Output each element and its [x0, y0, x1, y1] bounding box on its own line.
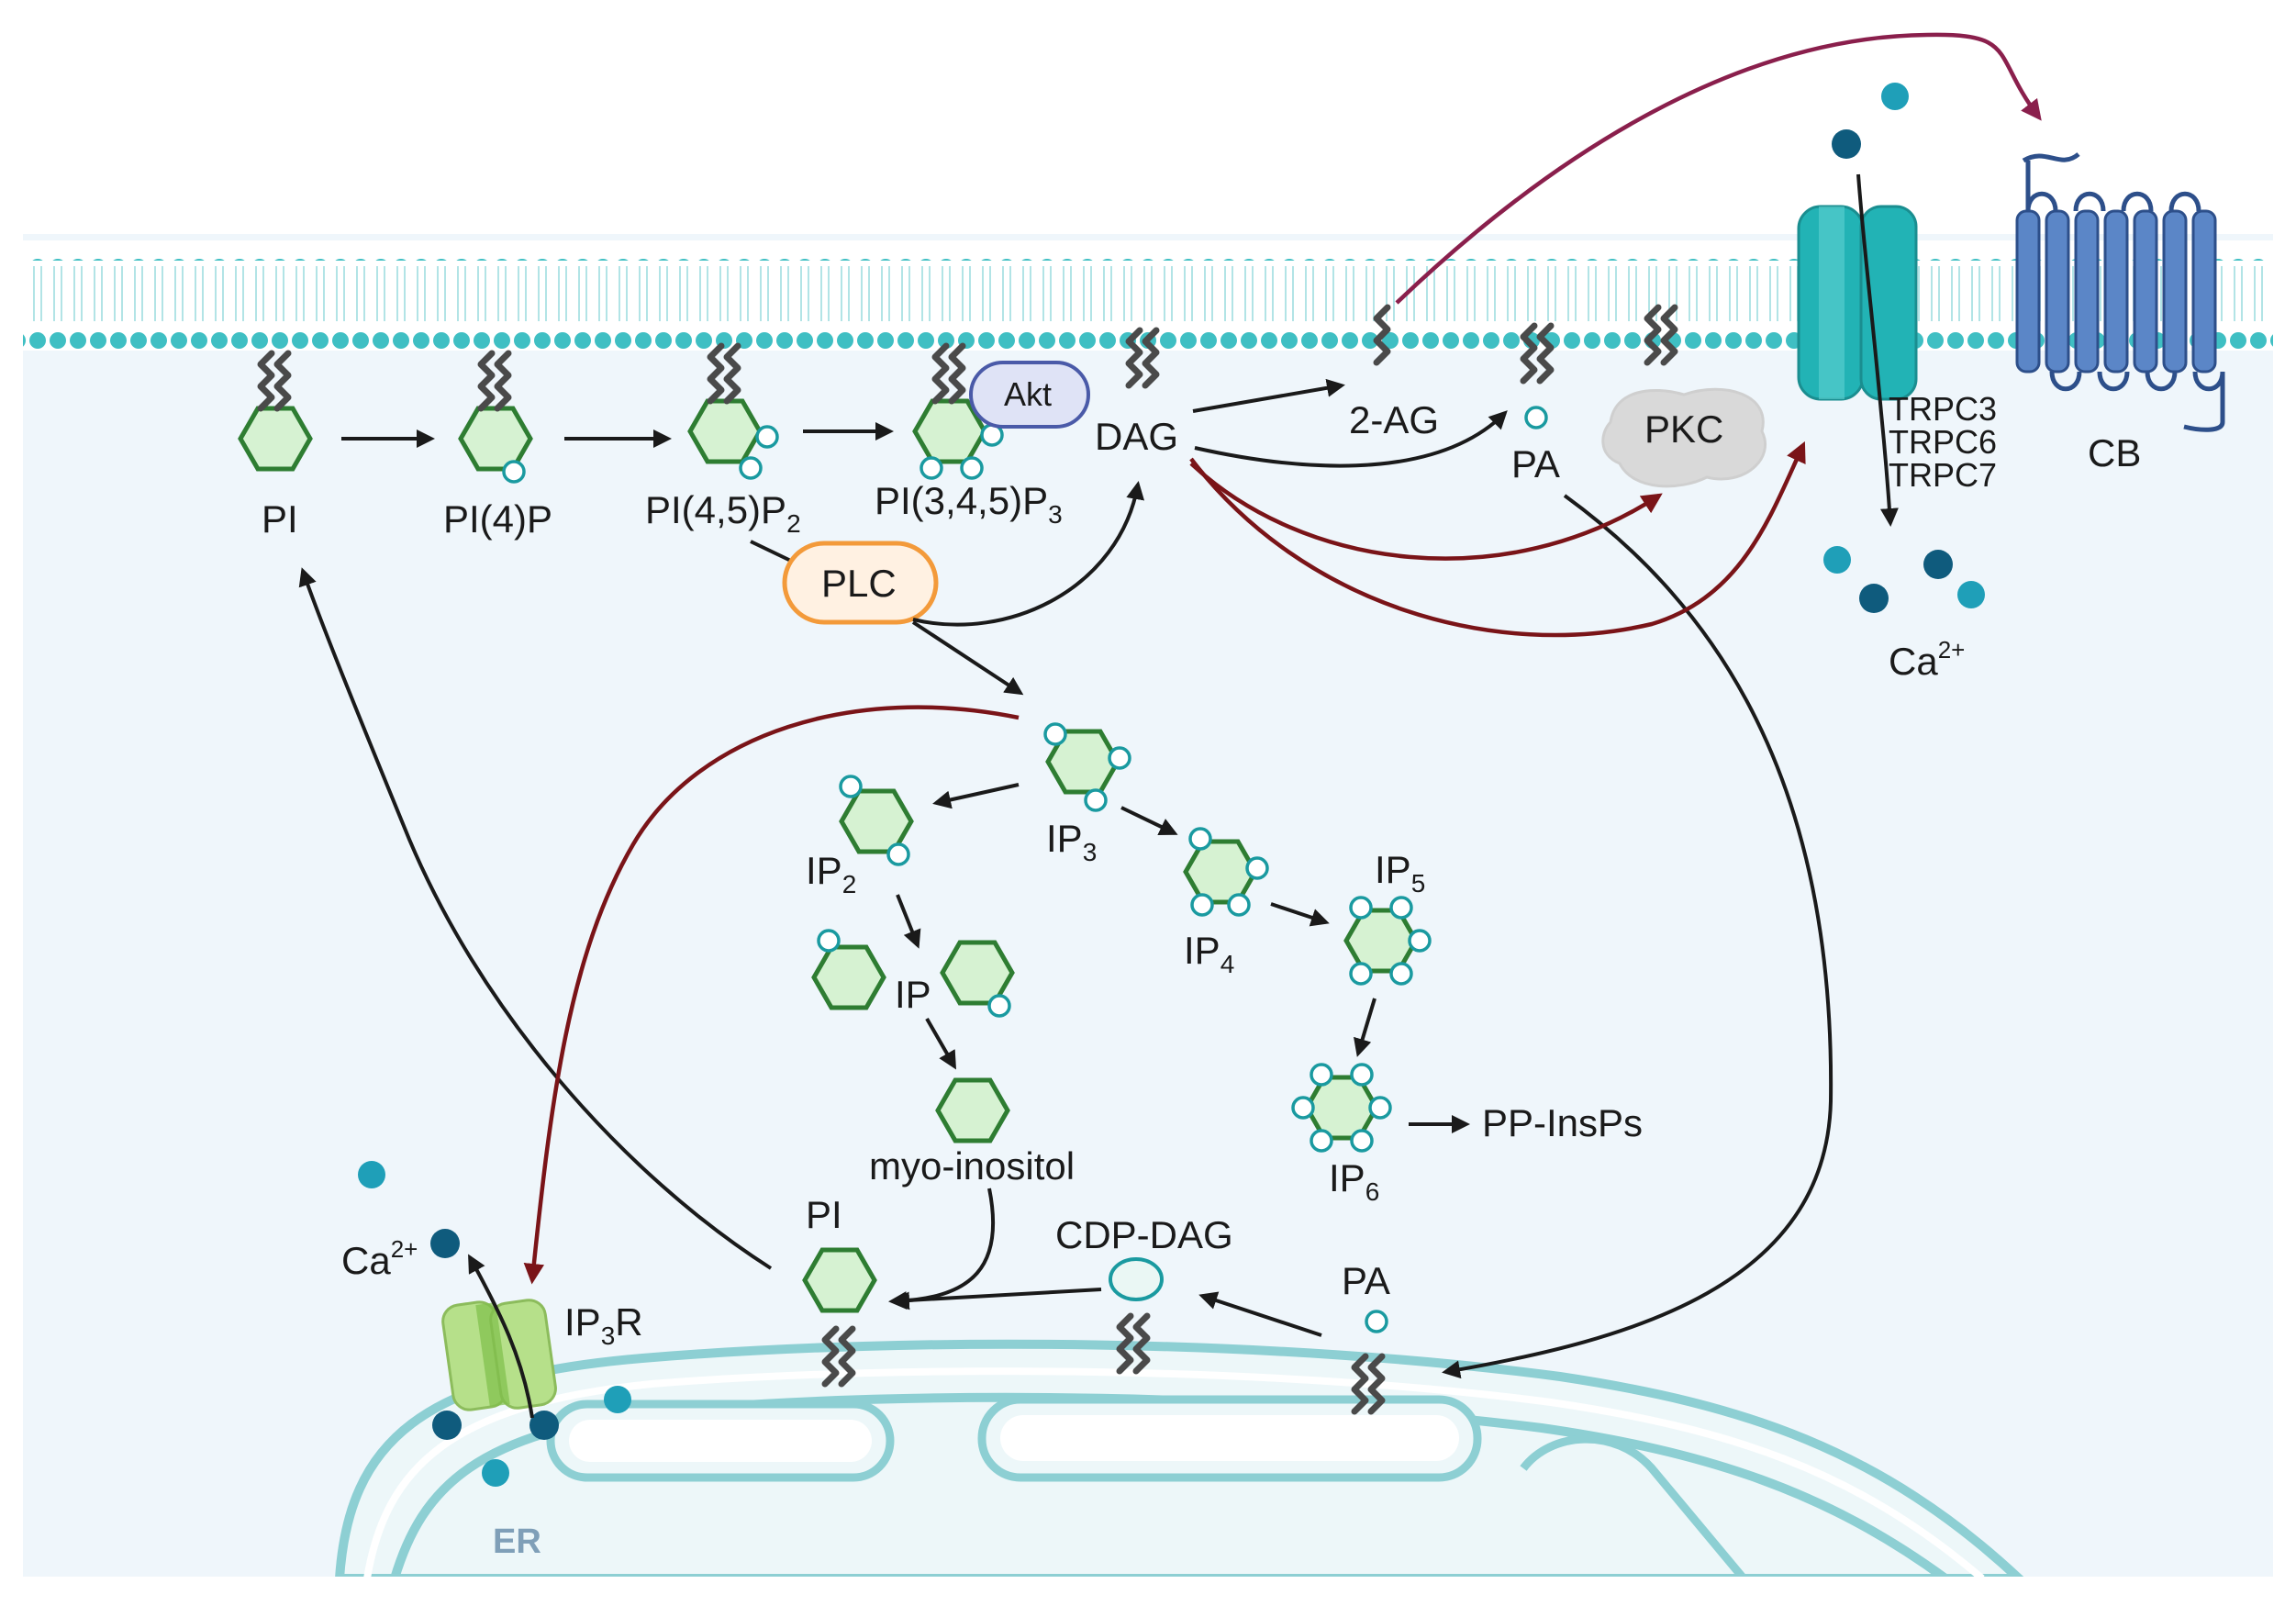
ca-left-label-sup: 2+ — [391, 1235, 418, 1263]
pip3-lipid — [915, 346, 1004, 480]
ip5-molecule — [1346, 896, 1432, 986]
ca-left-label-main: Ca — [341, 1239, 391, 1282]
arrow-dag-to-pkc — [1189, 462, 1663, 561]
arrow-ip-to-myo-inositol — [925, 1018, 956, 1070]
ip6-molecule — [1291, 1063, 1392, 1153]
ca-ions-right — [1823, 83, 1985, 613]
akt-label: Akt — [1004, 375, 1052, 413]
ip2-label-main: IP — [806, 849, 842, 892]
ip3-label-sub: 3 — [1083, 838, 1098, 866]
ip3r-label-main: IP — [564, 1300, 601, 1344]
ip-molecule-right — [942, 942, 1012, 1018]
ip5-label: IP5 — [1375, 848, 1425, 898]
arrow-ip3-to-ip3r — [523, 705, 1020, 1285]
akt-protein: Akt — [969, 361, 1090, 429]
arrow-cdpdag-to-pi — [888, 1288, 1102, 1310]
red-arrows — [523, 32, 2042, 1285]
ip4-molecule — [1186, 827, 1269, 917]
pip3-label-sub: 3 — [1048, 500, 1063, 529]
arrow-plc-to-dag — [912, 481, 1145, 627]
plc-enzyme: PLC — [750, 540, 939, 625]
arrow-dag-to-2ag — [1192, 378, 1345, 413]
arrow-ip3-to-ip2 — [932, 783, 1020, 809]
ip3-molecule — [1043, 722, 1131, 812]
pp-insps-label: PP-InsPs — [1482, 1101, 1643, 1144]
ip2-label: IP2 — [806, 849, 856, 898]
arrow-ca-through-trpc — [1856, 173, 1899, 527]
arrow-plc-to-ip3 — [911, 620, 1024, 696]
black-arrows — [298, 173, 1899, 1419]
pi-er-label: PI — [806, 1193, 842, 1236]
arrow-ip4-to-ip5 — [1270, 902, 1330, 927]
two-ag-label: 2-AG — [1349, 398, 1439, 441]
ip2-label-sub: 2 — [842, 870, 857, 898]
cb-label: CB — [2088, 431, 2141, 474]
pi4p-lipid — [461, 353, 530, 484]
ip4-label: IP4 — [1184, 929, 1234, 978]
pi45p2-lipid — [690, 346, 779, 480]
ip3r-label-sub: 3 — [601, 1322, 616, 1350]
cdp-dag-lipid — [1109, 1257, 1164, 1371]
ip3-label-main: IP — [1046, 817, 1083, 860]
cdp-dag-label: CDP-DAG — [1055, 1213, 1233, 1256]
ip4-label-sub: 4 — [1220, 950, 1235, 978]
pi-top-label: PI — [262, 497, 298, 541]
arrow-2ag-to-cb — [1395, 32, 2042, 305]
trpc3-label: TRPC3 — [1889, 390, 1997, 428]
pip3-label: PI(3,4,5)P3 — [875, 479, 1063, 529]
arrow-ip5-to-ip6 — [1354, 998, 1376, 1057]
pa-er-lipid — [1354, 1310, 1388, 1411]
pa-top-label: PA — [1511, 442, 1560, 485]
pi45p2-label: PI(4,5)P2 — [645, 488, 801, 538]
ip3r-label: IP3R — [564, 1300, 643, 1350]
pi45p2-label-main: PI(4,5)P — [645, 488, 786, 531]
dag-label: DAG — [1095, 415, 1178, 458]
ip5-label-sub: 5 — [1411, 869, 1426, 898]
arrow-pa-top-to-pa-er — [1442, 494, 1833, 1379]
pa-top-lipid — [1523, 326, 1551, 429]
arrow-ip3-to-ip4 — [1120, 806, 1178, 836]
ip3r-label-tail: R — [615, 1300, 642, 1344]
pkc-protein: PKC — [1601, 307, 1767, 488]
ca-left-label: Ca2+ — [341, 1235, 418, 1282]
ip-molecule-left — [814, 929, 884, 1008]
myo-inositol-molecule — [938, 1080, 1008, 1141]
pkc-label: PKC — [1644, 407, 1723, 451]
plc-label: PLC — [821, 562, 897, 605]
two-ag-lipid — [1373, 304, 1391, 366]
trpc-channel — [1797, 205, 1918, 401]
trpc7-label: TRPC7 — [1889, 456, 1997, 494]
ip6-label: IP6 — [1329, 1156, 1379, 1206]
ip-label: IP — [895, 973, 931, 1016]
arrow-dag-to-trpc — [1189, 441, 1806, 638]
cb-receptor — [2015, 151, 2225, 432]
ca-right-label-main: Ca — [1889, 640, 1938, 683]
myo-inositol-label: myo-inositol — [869, 1144, 1075, 1188]
ip6-label-main: IP — [1329, 1156, 1365, 1199]
er-label: ER — [493, 1522, 541, 1561]
arrow-er-pi-to-top-pi — [298, 567, 773, 1270]
ip2-molecule — [839, 775, 911, 866]
ip4-label-main: IP — [1184, 929, 1220, 972]
arrow-pa-to-cdpdag — [1198, 1291, 1322, 1337]
pa-er-label: PA — [1342, 1259, 1390, 1302]
arrow-dag-to-pa — [1194, 410, 1508, 468]
endoplasmic-reticulum — [0, 1339, 2296, 1606]
pip3-label-main: PI(3,4,5)P — [875, 479, 1048, 522]
ip3r-channel — [441, 1299, 557, 1411]
ca-right-label: Ca2+ — [1889, 636, 1965, 683]
pi4p-label: PI(4)P — [443, 497, 552, 541]
ip5-label-main: IP — [1375, 848, 1411, 891]
trpc6-label: TRPC6 — [1889, 423, 1997, 461]
plasma-membrane — [23, 240, 2273, 351]
arrow-ip2-to-ip — [896, 894, 921, 949]
ip6-label-sub: 6 — [1365, 1177, 1380, 1206]
ca-right-label-sup: 2+ — [1938, 636, 1966, 664]
ca-ions-left — [358, 1161, 631, 1487]
arrow-ca-through-ip3r — [468, 1254, 534, 1419]
pi45p2-label-sub: 2 — [786, 509, 801, 538]
ip3-label: IP3 — [1046, 817, 1097, 866]
